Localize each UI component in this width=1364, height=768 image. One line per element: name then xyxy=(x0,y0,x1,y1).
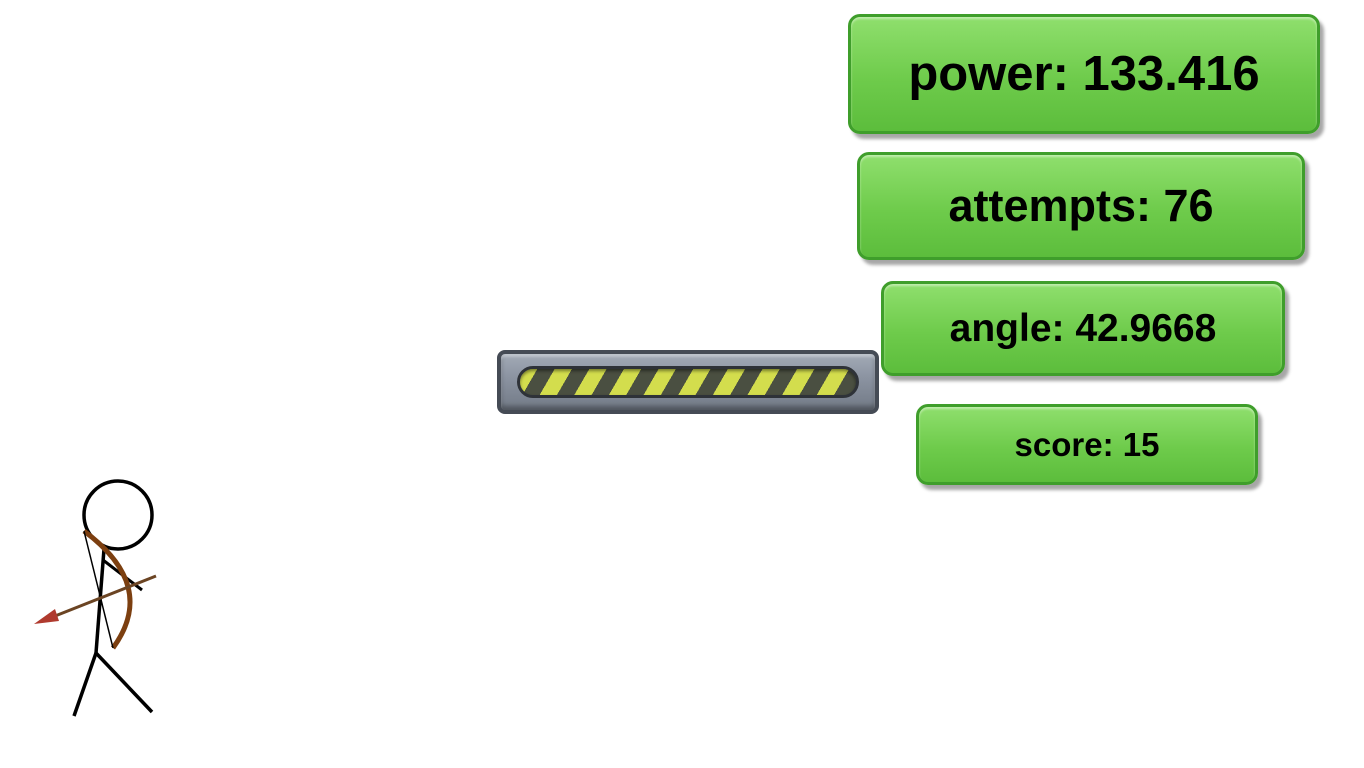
platform-obstacle xyxy=(497,350,879,414)
archer-torso xyxy=(94,548,106,654)
archer-figure[interactable] xyxy=(28,468,193,733)
arrow-head-icon xyxy=(34,609,59,624)
score-display: score: 15 xyxy=(916,404,1258,485)
arrow-shaft xyxy=(49,574,157,620)
attempts-display: attempts: 76 xyxy=(857,152,1305,260)
archer-right-leg xyxy=(94,651,154,714)
archer-left-leg xyxy=(72,652,98,717)
angle-display: angle: 42.9668 xyxy=(881,281,1285,376)
archer-head-icon xyxy=(82,479,154,551)
power-display: power: 133.416 xyxy=(848,14,1320,134)
hazard-stripe-bar xyxy=(517,366,859,398)
bowstring xyxy=(83,530,114,649)
